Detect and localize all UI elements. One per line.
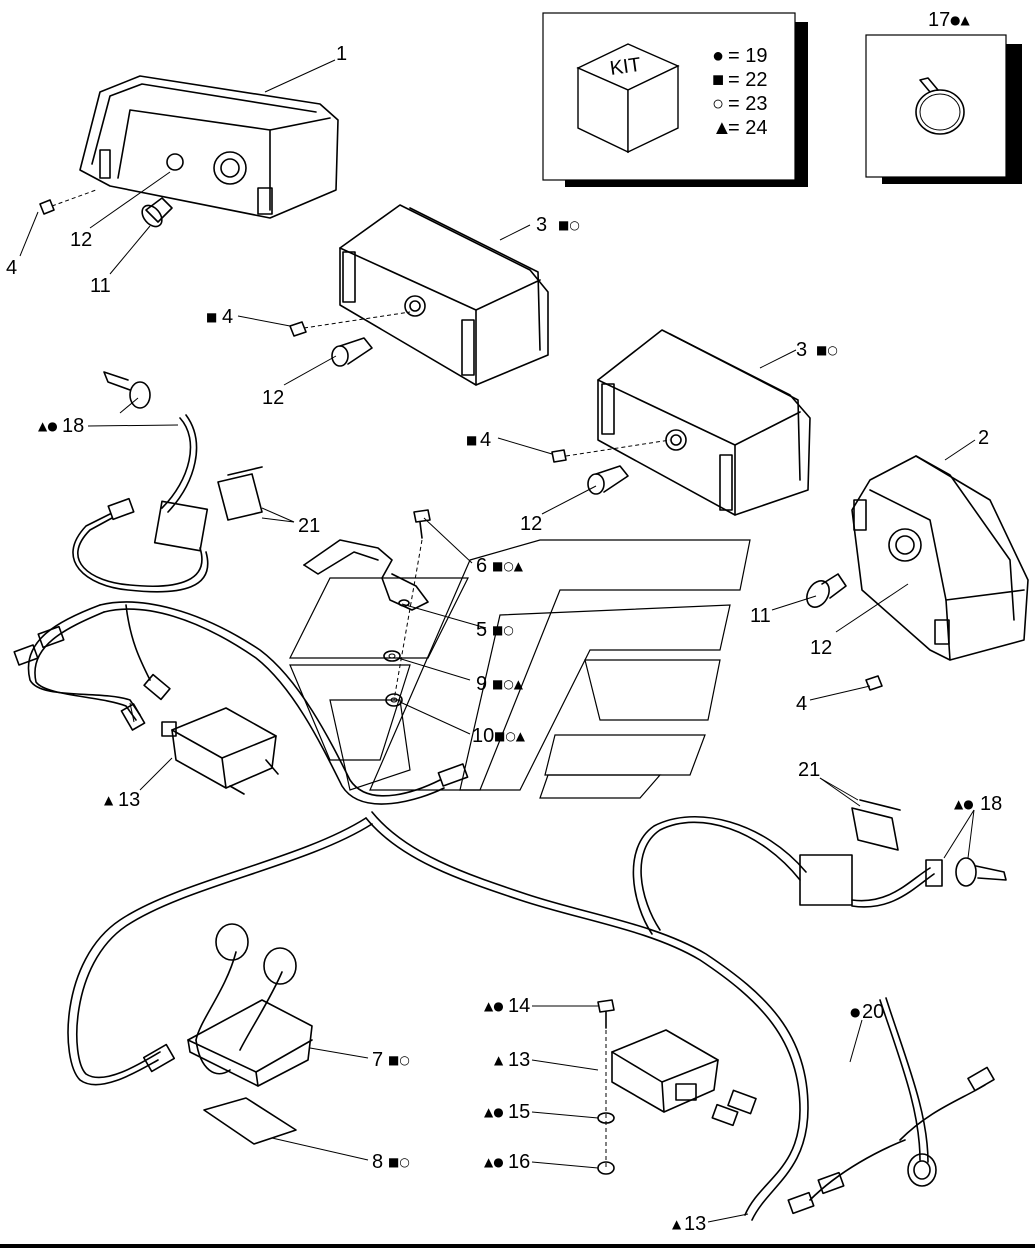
flasher-module bbox=[161, 707, 279, 795]
clamp-box: 17 ●▲ bbox=[865, 9, 1022, 184]
callout-number: 15 bbox=[508, 1101, 530, 1123]
callout-number: 12 bbox=[520, 513, 542, 535]
callout-number: 4 bbox=[480, 429, 491, 451]
clamp-callout-symbols: ●▲ bbox=[950, 13, 970, 27]
mounting-bracket bbox=[303, 539, 429, 611]
callout-number: 12 bbox=[810, 637, 832, 659]
kit-legend-rows: ● = 19 ■ = 22 ○ = 23 ▲ = 24 bbox=[712, 45, 767, 139]
callout-number: 16 bbox=[508, 1151, 530, 1173]
lamp-3-upper bbox=[339, 204, 549, 386]
kit-row-text: = 19 bbox=[728, 45, 767, 67]
callout-symbols: ● bbox=[850, 1005, 860, 1019]
callout-symbols: ■○ bbox=[388, 1155, 410, 1169]
clamp-callout-number: 17 bbox=[928, 9, 950, 31]
kit-row-text: = 24 bbox=[728, 117, 767, 139]
callout-labels: 1 4 12 11 3 ■○ ■ 4 12 3 ■○ ▲● 18 ■ 4 2 2… bbox=[6, 43, 1002, 1235]
callout-symbols: ■○ bbox=[492, 623, 514, 637]
callout-symbols: ■○▲ bbox=[492, 677, 524, 691]
kit-row-symbol: ○ bbox=[712, 93, 724, 115]
callout-number: 4 bbox=[222, 306, 233, 328]
callout-number: 6 bbox=[476, 555, 487, 577]
callout-number: 4 bbox=[6, 257, 17, 279]
callout-symbols: ▲ bbox=[104, 793, 114, 807]
callout-number: 12 bbox=[70, 229, 92, 251]
label-decal bbox=[217, 466, 263, 521]
callout-number: 3 bbox=[796, 339, 807, 361]
hose-clamp-icon bbox=[915, 77, 965, 135]
flasher-module bbox=[611, 1029, 757, 1127]
callout-symbols: ▲● bbox=[484, 1155, 504, 1169]
callout-symbols: ■○ bbox=[558, 218, 580, 232]
kit-row-symbol: ▲ bbox=[712, 117, 732, 139]
callout-number: 2 bbox=[978, 427, 989, 449]
callout-symbols: ■○▲ bbox=[494, 729, 526, 743]
callout-symbols: ▲ bbox=[494, 1053, 504, 1067]
callout-symbols: ▲● bbox=[954, 797, 974, 811]
harness-left bbox=[13, 414, 469, 805]
callout-number: 7 bbox=[372, 1049, 383, 1071]
callout-number: 21 bbox=[798, 759, 820, 781]
callout-number: 13 bbox=[684, 1213, 706, 1235]
screw bbox=[551, 439, 671, 463]
bulb bbox=[141, 197, 173, 228]
bolt bbox=[393, 509, 431, 701]
callout-number: 13 bbox=[508, 1049, 530, 1071]
kit-row-text: = 22 bbox=[728, 69, 767, 91]
callout-number: 10 bbox=[472, 725, 494, 747]
callout-symbols: ▲● bbox=[38, 419, 58, 433]
screw bbox=[865, 675, 883, 691]
lamp-3-lower bbox=[597, 329, 811, 516]
lamp-1 bbox=[79, 75, 339, 219]
lamp-2 bbox=[851, 455, 1029, 661]
callout-number: 4 bbox=[796, 693, 807, 715]
callout-symbols: ■ bbox=[206, 310, 217, 324]
leader-lines bbox=[19, 59, 976, 1223]
bulb bbox=[806, 573, 847, 608]
bottom-rule bbox=[0, 1244, 1035, 1248]
callout-number: 18 bbox=[980, 793, 1002, 815]
label-decal bbox=[203, 1097, 297, 1145]
kit-legend: KIT ● = 19 ■ = 22 ○ = 23 ▲ = 24 bbox=[542, 12, 808, 187]
kit-row-text: = 23 bbox=[728, 93, 767, 115]
callout-number: 8 bbox=[372, 1151, 383, 1173]
screw bbox=[289, 311, 411, 337]
lamp-control-module bbox=[187, 923, 313, 1087]
callout-symbols: ▲● bbox=[484, 1105, 504, 1119]
callout-number: 11 bbox=[90, 275, 111, 297]
callout-number: 12 bbox=[262, 387, 284, 409]
socket bbox=[587, 465, 629, 495]
bulb bbox=[103, 371, 151, 409]
bolt bbox=[597, 999, 615, 1168]
kit-row-symbol: ● bbox=[712, 45, 724, 67]
kit-box-icon: KIT bbox=[576, 43, 680, 154]
label-decal bbox=[851, 799, 901, 851]
socket bbox=[331, 337, 373, 367]
callout-symbols: ■ bbox=[466, 433, 477, 447]
callout-number: 20 bbox=[862, 1001, 884, 1023]
callout-number: 14 bbox=[508, 995, 530, 1017]
watermark-logo bbox=[289, 539, 751, 799]
harness-right bbox=[632, 815, 1007, 1215]
callout-number: 18 bbox=[62, 415, 84, 437]
callout-symbols: ■○ bbox=[388, 1053, 410, 1067]
callout-number: 11 bbox=[750, 605, 771, 627]
callout-number: 13 bbox=[118, 789, 140, 811]
washer bbox=[383, 650, 401, 662]
callout-symbols: ▲ bbox=[672, 1217, 682, 1231]
callout-number: 3 bbox=[536, 214, 547, 236]
callout-number: 21 bbox=[298, 515, 320, 537]
callout-number: 1 bbox=[336, 43, 347, 65]
callout-symbols: ▲● bbox=[484, 999, 504, 1013]
kit-box-label: KIT bbox=[608, 54, 642, 80]
nut bbox=[385, 693, 403, 707]
kit-row-symbol: ■ bbox=[712, 69, 724, 91]
callout-symbols: ■○▲ bbox=[492, 559, 524, 573]
screw bbox=[39, 189, 97, 215]
main-harness bbox=[67, 811, 809, 1221]
callout-symbols: ■○ bbox=[816, 343, 838, 357]
callout-number: 9 bbox=[476, 673, 487, 695]
callout-number: 5 bbox=[476, 619, 487, 641]
